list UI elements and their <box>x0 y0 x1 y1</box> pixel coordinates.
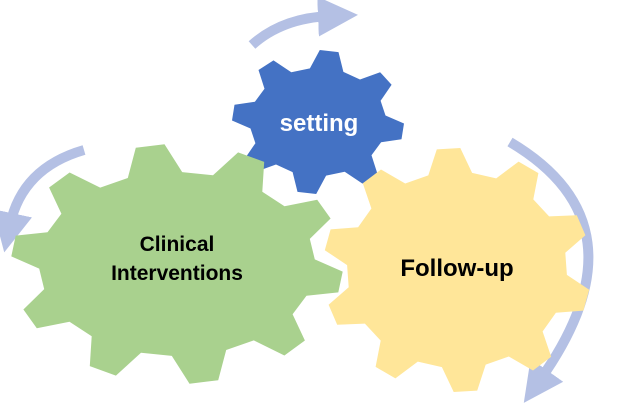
setting-gear <box>232 50 404 194</box>
clinical-label-line-2: Interventions <box>111 262 243 285</box>
left-arrow <box>0 145 86 253</box>
top-arrow <box>248 0 358 49</box>
clinical-interventions-gear <box>11 144 343 384</box>
follow-up-label: Follow-up <box>400 255 513 282</box>
follow-up-gear <box>324 148 590 392</box>
right-arrow <box>507 137 594 403</box>
setting-label: setting <box>280 110 359 137</box>
clinical-label-line-1: Clinical <box>140 233 215 256</box>
